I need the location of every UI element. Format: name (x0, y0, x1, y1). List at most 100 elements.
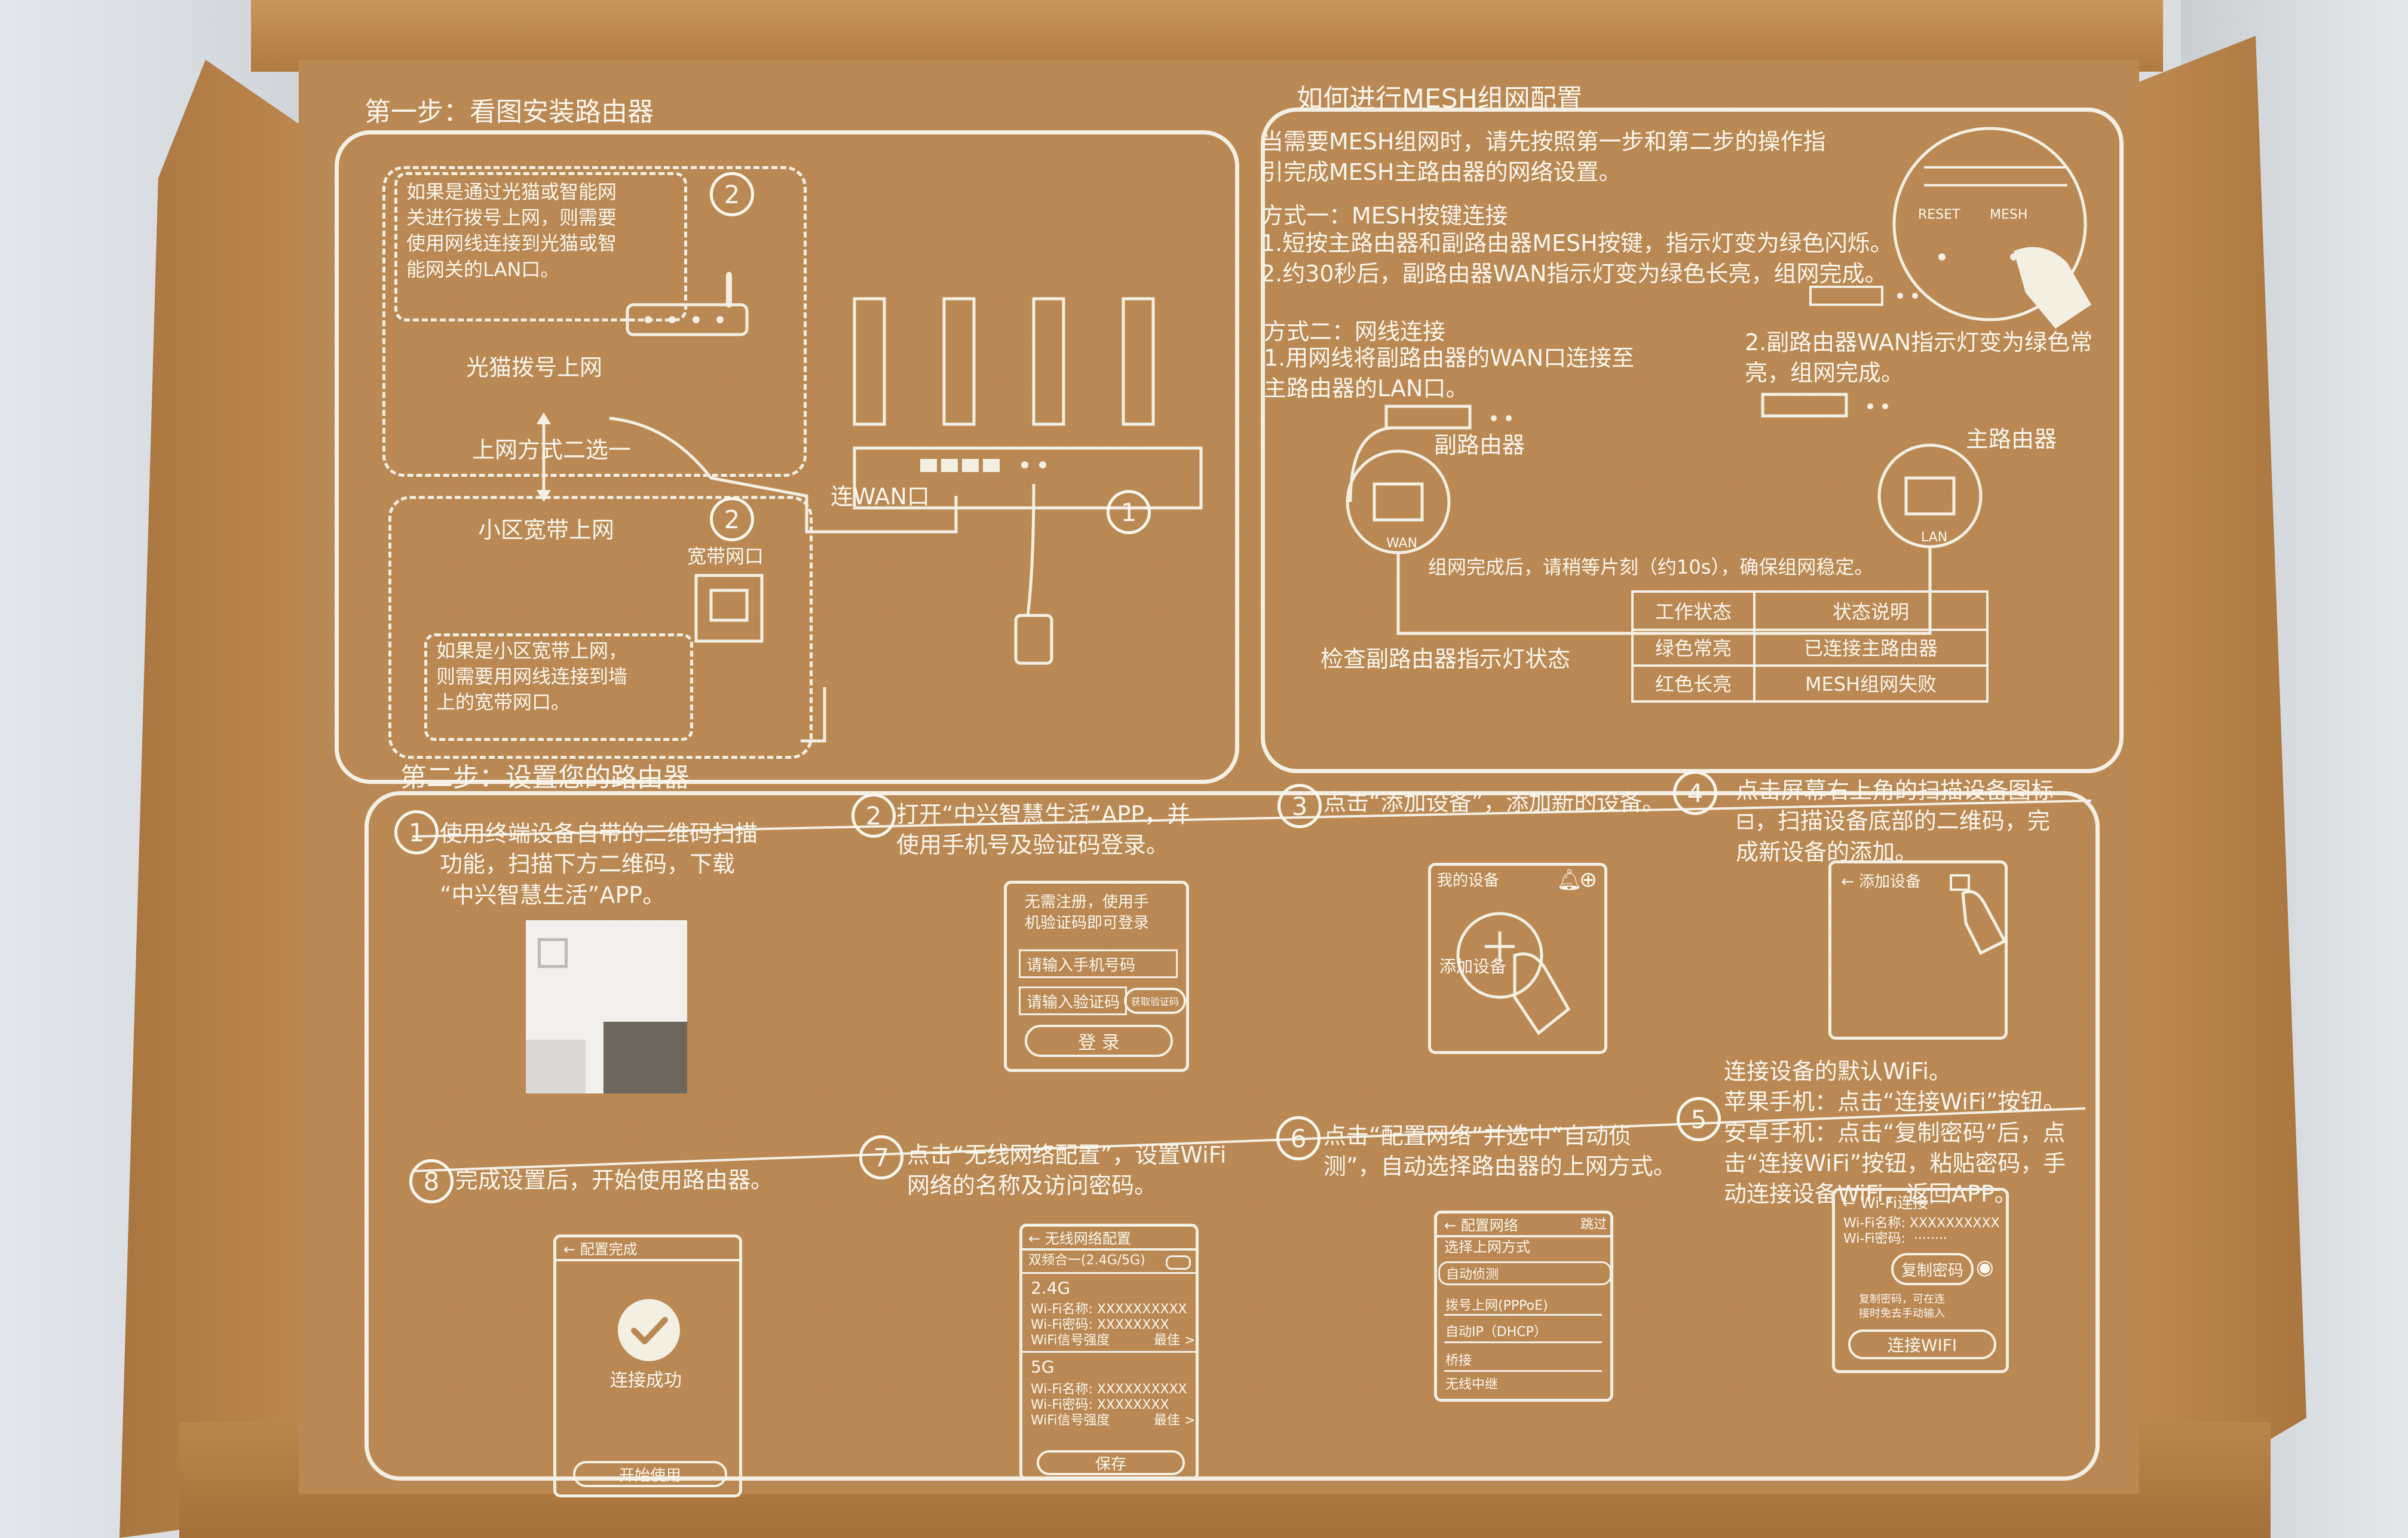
my-device-phone-mock: 我的设备 🔔︎ ⊕ 添加设备 (1428, 863, 1607, 1054)
wifi5-password[interactable]: Wi-Fi密码: XXXXXXXX (1031, 1398, 1169, 1413)
step-number-7: 7 (859, 1135, 903, 1179)
eye-icon[interactable]: ◉ (1976, 1255, 1994, 1279)
network-config-phone-mock: ← 配置网络 跳过 选择上网方式 自动侦测 拨号上网(PPPoE) 自动IP（D… (1434, 1211, 1613, 1402)
step1-panel (335, 130, 1239, 784)
dual-band-toggle[interactable] (1166, 1255, 1191, 1270)
wifi5-signal: WiFi信号强度 (1031, 1413, 1110, 1428)
mesh-method2-text1: 1.用网线将副路由器的WAN口连接至 主路由器的LAN口。 (1264, 345, 1635, 402)
copy-password-button[interactable]: 复制密码 (1891, 1253, 1974, 1285)
band-5g-label: 5G (1031, 1357, 1055, 1377)
option-dhcp[interactable]: 自动IP（DHCP） (1445, 1325, 1547, 1340)
wifi24-best[interactable]: 最佳 > (1154, 1333, 1196, 1348)
wifi24-name[interactable]: Wi-Fi名称: XXXXXXXXXX (1031, 1302, 1187, 1317)
wifi-connect-phone-mock: ← Wi-Fi连接 Wi-Fi名称: XXXXXXXXXX Wi-Fi密码: ·… (1832, 1188, 2009, 1373)
label-modem: 光猫拨号上网 (466, 354, 603, 381)
choose-method-label: 选择上网方式 (1444, 1239, 1530, 1255)
step1-instruction: 使用终端设备自带的二维码扫描 功能，扫描下方二维码，下载 “中兴智慧生活”APP… (440, 820, 758, 908)
note-top: 如果是通过光猫或智能网 关进行拨号上网，则需要 使用网线连接到光猫或智 能网关的… (406, 180, 617, 281)
instruction-board: 第一步：看图安装路由器 如果是通过光猫或智能网 关进行拨号上网，则需要 使用网线… (299, 60, 2139, 1497)
label-choose: 上网方式二选一 (472, 437, 632, 463)
plus-circle-icon[interactable]: ⊕ (1579, 868, 1598, 892)
table-cell: MESH组网失败 (1805, 673, 1937, 696)
mesh-button-diagram (1892, 127, 2091, 329)
mesh-method2-title: 方式二：网线连接 (1264, 318, 1446, 345)
mesh-method2-text2: 2.副路由器WAN指示灯变为绿色常 亮，组网完成。 (1745, 329, 2093, 387)
mesh-wait-note: 组网完成后，请稍等片刻（约10s），确保组网稳定。 (1428, 556, 1874, 578)
step-number-8: 8 (409, 1159, 454, 1203)
step6-instruction: 点击“配置网络”并选中“自动侦 测”，自动选择路由器的上网方式。 (1324, 1123, 1676, 1180)
mesh-button-label: MESH (1990, 207, 2028, 222)
sub-router-label: 副路由器 (1434, 432, 1525, 458)
wifi-password: Wi-Fi密码: ········ (1843, 1231, 1947, 1246)
wan-label: WAN (1386, 536, 1418, 551)
badge-2-top: 2 (710, 172, 754, 216)
add-device-back[interactable]: ← 添加设备 (1841, 873, 1922, 891)
wifi5-best[interactable]: 最佳 > (1154, 1413, 1196, 1428)
code-input[interactable]: 请输入验证码 (1019, 986, 1127, 1015)
add-device-label[interactable]: 添加设备 (1439, 957, 1507, 976)
option-pppoe[interactable]: 拨号上网(PPPoE) (1445, 1298, 1548, 1313)
add-device-phone-mock: ← 添加设备 (1828, 860, 2008, 1040)
note-top-box (394, 172, 687, 321)
dual-band-label: 双频合一(2.4G/5G) (1028, 1253, 1145, 1268)
my-device-title: 我的设备 (1437, 872, 1500, 890)
login-button[interactable]: 登 录 (1025, 1025, 1173, 1057)
option-auto-detect[interactable]: 自动侦测 (1438, 1261, 1612, 1285)
badge-1: 1 (1107, 490, 1151, 534)
copy-hint: 复制密码，可在连 接时免去手动输入 (1859, 1293, 1945, 1321)
phone-input[interactable]: 请输入手机号码 (1019, 949, 1178, 978)
router-ports-icon (1809, 286, 1918, 306)
login-tip: 无需注册，使用手 机验证码即可登录 (1025, 893, 1150, 933)
get-code-button[interactable]: 获取验证码 (1124, 988, 1186, 1014)
wifi-name: Wi-Fi名称: XXXXXXXXXX (1843, 1216, 2000, 1231)
step3-instruction: 点击“添加设备”，添加新的设备。 (1324, 789, 1665, 816)
connect-wifi-button[interactable]: 连接WIFI (1848, 1329, 1996, 1359)
mesh-method1-title: 方式一：MESH按键连接 (1261, 203, 1508, 229)
mesh-check-label: 检查副路由器指示灯状态 (1321, 646, 1571, 672)
wifi-connect-title: ← Wi-Fi连接 (1842, 1194, 1929, 1212)
wifi24-password[interactable]: Wi-Fi密码: XXXXXXXX (1031, 1318, 1169, 1332)
wifi5-name[interactable]: Wi-Fi名称: XXXXXXXXXX (1031, 1382, 1187, 1397)
table-header: 状态说明 (1832, 601, 1909, 623)
main-router-label: 主路由器 (1966, 426, 2057, 452)
skip-link[interactable]: 跳过 (1580, 1217, 1607, 1232)
label-broadband: 小区宽带上网 (478, 517, 615, 543)
wireless-config-title[interactable]: ← 无线网络配置 (1028, 1230, 1131, 1247)
badge-2-bottom: 2 (710, 497, 754, 541)
step2-instruction: 打开“中兴智慧生活”APP，并 使用手机号及验证码登录。 (896, 801, 1190, 859)
note-bottom: 如果是小区宽带上网， 则需要用网线连接到墙 上的宽带网口。 (436, 639, 628, 714)
config-done-phone-mock: ← 配置完成 连接成功 开始使用 (553, 1234, 742, 1497)
check-circle-icon (618, 1299, 680, 1361)
step-connector-lines (412, 799, 2092, 1172)
table-cell: 绿色常亮 (1655, 637, 1732, 660)
router-diagram (609, 297, 1203, 743)
label-wan: 连WAN口 (831, 483, 930, 510)
bell-icon: 🔔︎ (1557, 868, 1583, 892)
option-repeater[interactable]: 无线中继 (1445, 1377, 1499, 1392)
mesh-method1-text: 1.短按主路由器和副路由器MESH按键，指示灯变为绿色闪烁。 2.约30秒后，副… (1261, 230, 1893, 287)
status-table: 工作状态 状态说明 绿色常亮 已连接主路由器 红色长亮 MESH组网失败 (1631, 590, 1989, 703)
save-button[interactable]: 保存 (1037, 1450, 1185, 1475)
reset-label: RESET (1918, 207, 1960, 222)
step2-title: 第二步：设置您的路由器 (400, 762, 690, 793)
start-using-button[interactable]: 开始使用 (573, 1461, 727, 1487)
step5-instruction: 连接设备的默认WiFi。 苹果手机：点击“连接WiFi”按钮。 安卓手机：点击“… (1724, 1058, 2066, 1208)
scan-icon[interactable] (1950, 874, 2017, 955)
modem-icon (626, 272, 749, 336)
table-header: 工作状态 (1655, 601, 1732, 623)
label-port: 宽带网口 (687, 545, 764, 568)
modem-option-box (382, 166, 807, 477)
step-number-6: 6 (1276, 1116, 1321, 1160)
band-24g-label: 2.4G (1031, 1278, 1071, 1298)
qr-code-blurred (526, 920, 687, 1093)
step2-panel (364, 791, 2100, 1481)
network-config-title[interactable]: ← 配置网络 (1444, 1217, 1518, 1234)
step-number-3: 3 (1277, 784, 1322, 828)
mesh-intro: 当需要MESH组网时，请先按照第一步和第二步的操作指 引完成MESH主路由器的网… (1261, 128, 1826, 186)
step4-instruction: 点击屏幕右上角的扫描设备图标 ⊟，扫描设备底部的二维码，完 成新设备的添加。 (1736, 777, 2054, 865)
wireless-config-phone-mock: ← 无线网络配置 双频合一(2.4G/5G) 2.4G Wi-Fi名称: XXX… (1019, 1224, 1199, 1481)
config-done-title[interactable]: ← 配置完成 (563, 1241, 638, 1258)
option-bridge[interactable]: 桥接 (1445, 1353, 1472, 1368)
add-device-icon[interactable] (1443, 902, 1586, 1039)
login-phone-mock: 无需注册，使用手 机验证码即可登录 请输入手机号码 请输入验证码 获取验证码 登… (1004, 881, 1189, 1072)
